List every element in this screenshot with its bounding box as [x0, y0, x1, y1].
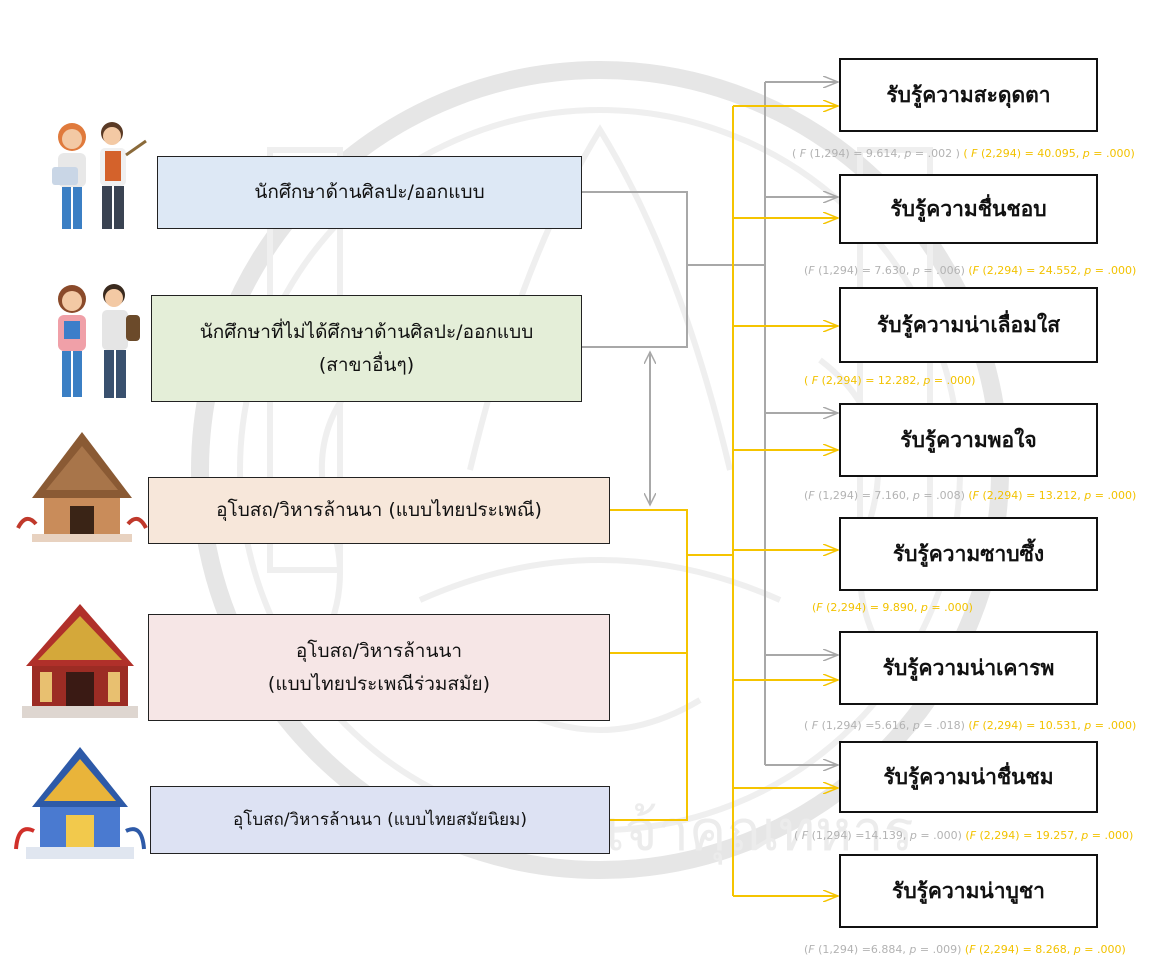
outcome-box-conspicuous: รับรู้ความสะดุดตา — [839, 58, 1098, 132]
gray-line-nonart — [582, 265, 688, 348]
modern-temple-box: อุโบสถ/วิหารล้านนา (แบบไทยสมัยนิยม) — [150, 786, 610, 854]
yellow-line-traditional — [610, 509, 688, 555]
traditional-temple-label: อุโบสถ/วิหารล้านนา (แบบไทยประเพณี) — [216, 499, 542, 522]
outcome-box-respect: รับรู้ความน่าเคารพ — [839, 631, 1098, 705]
contemporary-temple-box: อุโบสถ/วิหารล้านนา (แบบไทยประเพณีร่วมสมั… — [148, 614, 610, 721]
other-students-icon — [58, 284, 140, 398]
yellow-line-modern — [610, 555, 688, 821]
art-students-label: นักศึกษาด้านศิลปะ/ออกแบบ — [254, 181, 485, 204]
stat-line-respect: ( F (1,294) =5.616, p = .018) (F (2,294)… — [804, 719, 1137, 732]
contemporary-temple-icon — [22, 604, 138, 718]
outcome-box-worship: รับรู้ความน่าบูชา — [839, 854, 1098, 928]
gray-line-art — [582, 191, 688, 265]
outcome-label: รับรู้ความชื่นชอบ — [890, 196, 1047, 221]
outcome-label: รับรู้ความน่าเคารพ — [882, 655, 1055, 680]
outcome-box-liking: รับรู้ความชื่นชอบ — [839, 174, 1098, 244]
other-students-label: นักศึกษาที่ไม่ได้ศึกษาด้านศิลปะ/ออกแบบ — [199, 321, 534, 344]
stat-line-conspicuous: ( F (1,294) = 9.614, p = .002 ) ( F (2,2… — [792, 147, 1135, 160]
modern-temple-icon — [14, 747, 146, 859]
outcome-label: รับรู้ความซาบซึ้ง — [892, 541, 1045, 566]
stat-line-liking: (F (1,294) = 7.630, p = .006) (F (2,294)… — [804, 264, 1137, 277]
outcome-label: รับรู้ความน่าเลื่อมใส — [876, 312, 1061, 337]
contemporary-temple-sublabel: (แบบไทยประเพณีร่วมสมัย) — [267, 672, 491, 695]
outcome-label: รับรู้ความน่าบูชา — [892, 878, 1045, 903]
stat-line-worship: (F (1,294) =6.884, p = .009) (F (2,294) … — [804, 943, 1126, 956]
yellow-line-contemporary — [610, 555, 688, 654]
outcome-box-admiration: รับรู้ความน่าชื่นชม — [839, 741, 1098, 813]
traditional-temple-box: อุโบสถ/วิหารล้านนา (แบบไทยประเพณี) — [148, 477, 610, 544]
stat-line-satisfaction: (F (1,294) = 7.160, p = .008) (F (2,294)… — [804, 489, 1137, 502]
stat-line-appreciation: (F (2,294) = 9.890, p = .000) — [812, 601, 973, 614]
art-students-icon — [52, 122, 147, 229]
modern-temple-label: อุโบสถ/วิหารล้านนา (แบบไทยสมัยนิยม) — [233, 809, 527, 830]
outcome-box-faith: รับรู้ความน่าเลื่อมใส — [839, 287, 1098, 363]
other-students-box: นักศึกษาที่ไม่ได้ศึกษาด้านศิลปะ/ออกแบบ (… — [151, 295, 582, 402]
outcome-box-appreciation: รับรู้ความซาบซึ้ง — [839, 517, 1098, 591]
outcome-label: รับรู้ความน่าชื่นชม — [883, 764, 1054, 789]
traditional-temple-icon — [16, 432, 148, 542]
art-students-box: นักศึกษาด้านศิลปะ/ออกแบบ — [157, 156, 582, 229]
contemporary-temple-label: อุโบสถ/วิหารล้านนา — [295, 640, 463, 663]
outcome-label: รับรู้ความสะดุดตา — [886, 82, 1051, 107]
stat-line-faith: ( F (2,294) = 12.282, p = .000) — [804, 374, 976, 387]
outcome-label: รับรู้ความพอใจ — [900, 427, 1037, 452]
stat-line-admiration: ( F (1,294) =14.139, p = .000) (F (2,294… — [794, 829, 1134, 842]
other-students-sublabel: (สาขาอื่นๆ) — [318, 353, 415, 376]
outcome-box-satisfaction: รับรู้ความพอใจ — [839, 403, 1098, 477]
